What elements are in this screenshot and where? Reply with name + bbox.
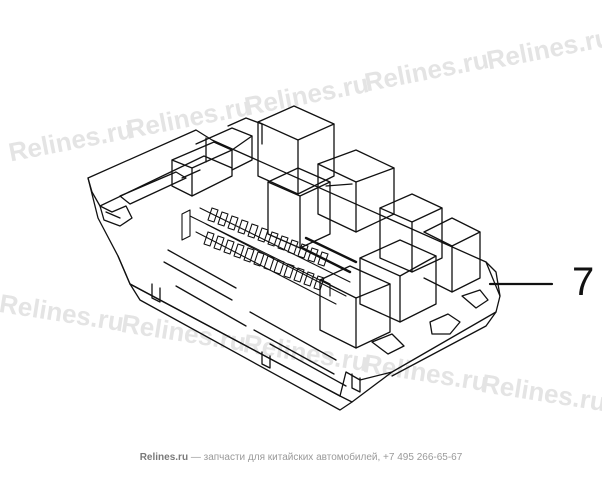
small-relay-cluster <box>171 117 263 197</box>
footer-text: — запчасти для китайских автомобилей, +7… <box>188 452 463 463</box>
footer-brand[interactable]: Relines.ru <box>139 452 189 463</box>
large-relay-front <box>267 167 481 349</box>
fuse-rows <box>181 207 358 305</box>
large-relay-back <box>257 105 395 233</box>
callout-number: 7 <box>572 260 595 304</box>
housing-base <box>87 129 501 411</box>
footer: Relines.ru — запчасти для китайских авто… <box>0 452 602 463</box>
